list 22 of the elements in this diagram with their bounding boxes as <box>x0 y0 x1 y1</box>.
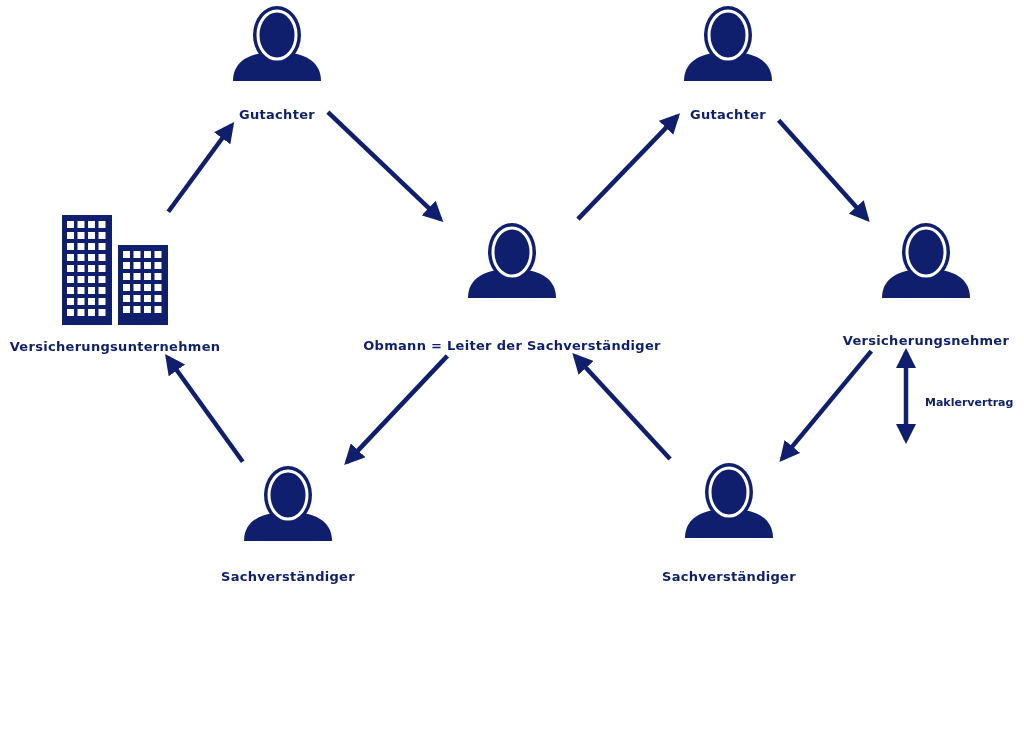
node-label: Versicherungsunternehmen <box>9 339 221 354</box>
person-node <box>221 465 355 584</box>
arrow <box>779 349 874 463</box>
node-label: Sachverständiger <box>662 569 796 584</box>
edge-label: Maklervertrag <box>925 396 1014 409</box>
arrow <box>777 118 870 223</box>
node-label: Gutachter <box>239 107 315 122</box>
arrow <box>895 347 917 445</box>
arrow <box>166 121 235 214</box>
company-node <box>9 215 221 354</box>
arrow <box>165 353 245 464</box>
person-node <box>662 462 796 584</box>
node-label: Versicherungsnehmer <box>842 333 1010 348</box>
arrow <box>576 113 681 221</box>
person-node <box>842 222 1010 348</box>
arrow <box>572 352 672 461</box>
person-node <box>363 222 661 353</box>
arrow <box>326 110 444 223</box>
arrow <box>344 354 449 466</box>
node-label: Obmann = Leiter der Sachverständiger <box>363 338 661 353</box>
node-label: Gutachter <box>690 107 766 122</box>
node-label: Sachverständiger <box>221 569 355 584</box>
